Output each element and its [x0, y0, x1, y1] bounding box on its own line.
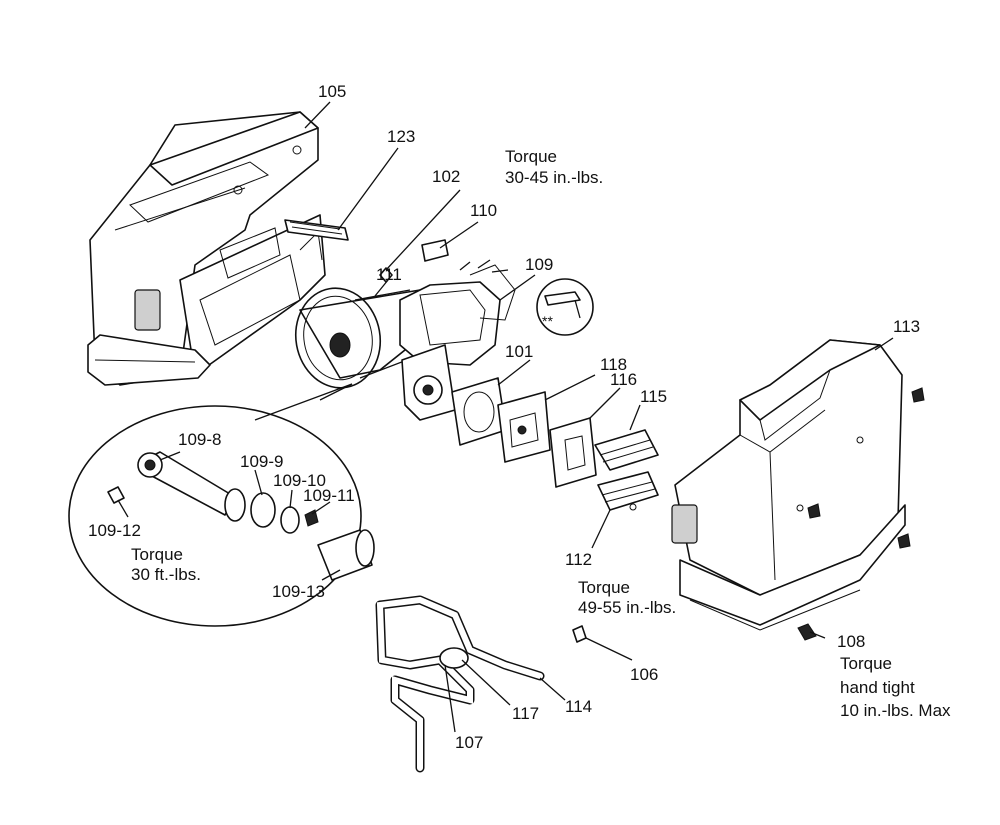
label-102: 102: [432, 167, 460, 186]
label-106: 106: [630, 665, 658, 684]
left-shroud-105: [87, 111, 326, 386]
fitting-106: [572, 625, 587, 643]
wire-harness-detail: **: [536, 278, 594, 336]
torque-note-3-line1: Torque: [578, 578, 630, 597]
screw-102: [379, 267, 393, 283]
label-115: 115: [640, 387, 667, 406]
label-113: 113: [893, 317, 920, 336]
torque-note-2-line2: 30 ft.-lbs.: [131, 565, 201, 584]
cylinder-head-115: [594, 429, 659, 511]
double-star-note: **: [542, 313, 553, 329]
label-111: 111: [376, 265, 402, 284]
callout-labels: 105 123 102 110 111 109 101 118 116 115 …: [88, 82, 920, 752]
label-116: 116: [610, 370, 637, 389]
air-filter-123: [284, 219, 349, 241]
torque-note-1-line1: Torque: [505, 147, 557, 166]
leader-lines: [117, 101, 894, 733]
discharge-tube-114: [375, 595, 545, 773]
label-114: 114: [565, 697, 592, 716]
valve-plate-118: [497, 391, 551, 463]
label-109-11: 109-11: [303, 486, 355, 505]
pulley-belt-111: [294, 287, 431, 389]
right-shroud-113: [671, 339, 906, 631]
label-107: 107: [455, 733, 483, 752]
torque-note-2-line1: Torque: [131, 545, 183, 564]
label-112: 112: [565, 550, 592, 569]
torque-note-1-line2: 30-45 in.-lbs.: [505, 168, 603, 187]
motor-109: [399, 259, 516, 421]
label-108: 108: [837, 632, 865, 651]
torque-note-4-line3: 10 in.-lbs. Max: [840, 701, 951, 720]
label-109-12: 109-12: [88, 521, 141, 540]
pad-110: [421, 239, 449, 262]
torque-note-4-line1: Torque: [840, 654, 892, 673]
label-109-13: 109-13: [272, 582, 325, 601]
gasket-101: [451, 377, 507, 446]
label-118: 118: [600, 355, 627, 374]
label-109-10: 109-10: [273, 471, 326, 490]
label-101: 101: [505, 342, 533, 361]
torque-note-3-line2: 49-55 in.-lbs.: [578, 598, 676, 617]
gasket-116: [549, 417, 597, 488]
label-109: 109: [525, 255, 553, 274]
torque-note-4-line2: hand tight: [840, 678, 915, 697]
label-117: 117: [512, 704, 539, 723]
connecting-rod-detail-109: [68, 383, 375, 627]
screws-108: [797, 387, 925, 641]
label-110: 110: [470, 201, 497, 220]
label-109-9: 109-9: [240, 452, 283, 471]
label-105: 105: [318, 82, 346, 101]
label-109-8: 109-8: [178, 430, 221, 449]
torque-notes: Torque 30-45 in.-lbs. Torque 30 ft.-lbs.…: [131, 147, 951, 720]
label-123: 123: [387, 127, 415, 146]
